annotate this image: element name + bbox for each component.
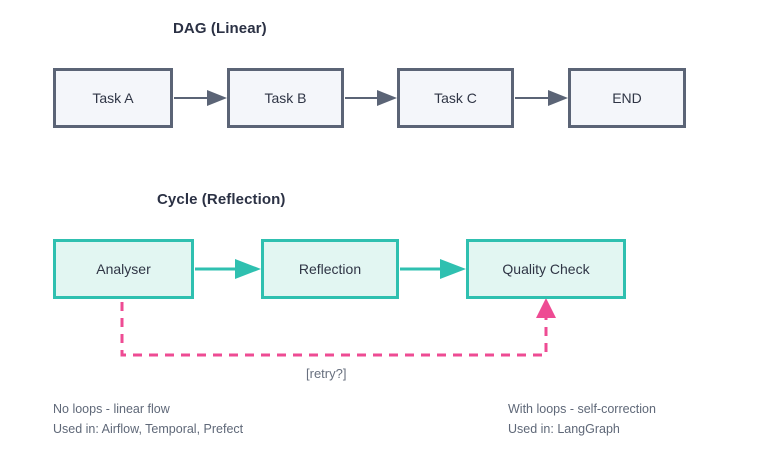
node-end-label: END xyxy=(612,90,642,106)
footnote-right-line-2: Used in: LangGraph xyxy=(508,422,620,436)
edge-task-c-to-end xyxy=(515,90,568,106)
edge-analyser-to-reflection xyxy=(195,259,261,279)
footnote-left-line-2: Used in: Airflow, Temporal, Prefect xyxy=(53,422,244,436)
footnote-left: No loops - linear flow Used in: Airflow,… xyxy=(53,399,243,439)
node-analyser[interactable]: Analyser xyxy=(53,239,194,299)
node-task-c[interactable]: Task C xyxy=(397,68,514,128)
section-title-cycle: Cycle (Reflection) xyxy=(157,191,286,208)
footnote-right-line-1: With loops - self-correction xyxy=(508,402,656,416)
edge-task-a-to-task-b xyxy=(174,90,227,106)
edge-retry-loop xyxy=(120,298,556,357)
node-task-c-label: Task C xyxy=(434,90,477,106)
node-task-a-label: Task A xyxy=(92,90,134,106)
node-task-b-label: Task B xyxy=(264,90,307,106)
retry-loop-label: [retry?] xyxy=(306,366,347,381)
node-task-b[interactable]: Task B xyxy=(227,68,344,128)
footnote-right: With loops - self-correction Used in: La… xyxy=(508,399,656,439)
node-quality-check-label: Quality Check xyxy=(502,261,590,277)
node-reflection[interactable]: Reflection xyxy=(261,239,399,299)
node-analyser-label: Analyser xyxy=(96,261,151,277)
node-quality-check[interactable]: Quality Check xyxy=(466,239,626,299)
edge-reflection-to-quality-check xyxy=(400,259,466,279)
node-task-a[interactable]: Task A xyxy=(53,68,173,128)
edge-task-b-to-task-c xyxy=(345,90,397,106)
section-title-dag: DAG (Linear) xyxy=(173,20,267,37)
node-reflection-label: Reflection xyxy=(298,261,362,277)
node-end[interactable]: END xyxy=(568,68,686,128)
footnote-left-line-1: No loops - linear flow xyxy=(53,402,170,416)
